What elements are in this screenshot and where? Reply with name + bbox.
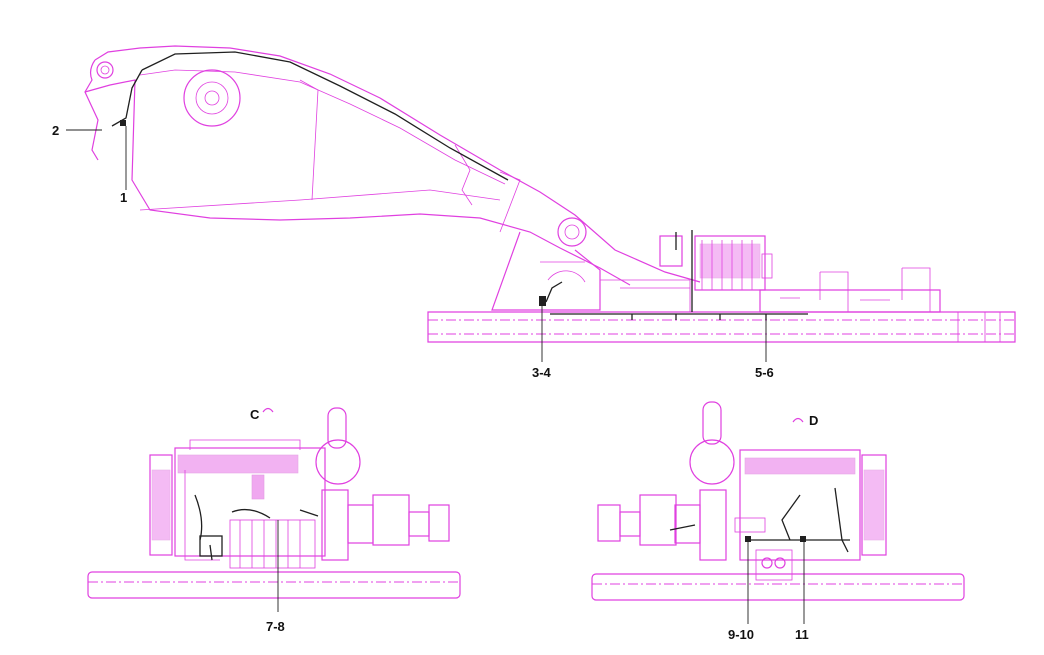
- callout-5-6: 5-6: [755, 365, 774, 380]
- callout-1: 1: [120, 190, 127, 205]
- callout-3-4: 3-4: [532, 365, 552, 380]
- callout-7-8: 7-8: [266, 619, 285, 634]
- carrier-frame: [427, 235, 1016, 343]
- callout-11: 11: [795, 627, 809, 642]
- engine-view-d: [591, 401, 965, 624]
- callout-2: 2: [52, 123, 59, 138]
- view-label-d: D: [809, 413, 818, 428]
- callout-9-10: 9-10: [728, 627, 754, 642]
- boom-side-view: [84, 45, 701, 311]
- callout-leaders: [66, 126, 767, 362]
- view-arrow-c: [262, 407, 274, 413]
- engine-view-c: [87, 407, 461, 612]
- boom-cable: [111, 51, 808, 320]
- view-arrow-d: [792, 417, 804, 423]
- view-label-c: C: [250, 407, 260, 422]
